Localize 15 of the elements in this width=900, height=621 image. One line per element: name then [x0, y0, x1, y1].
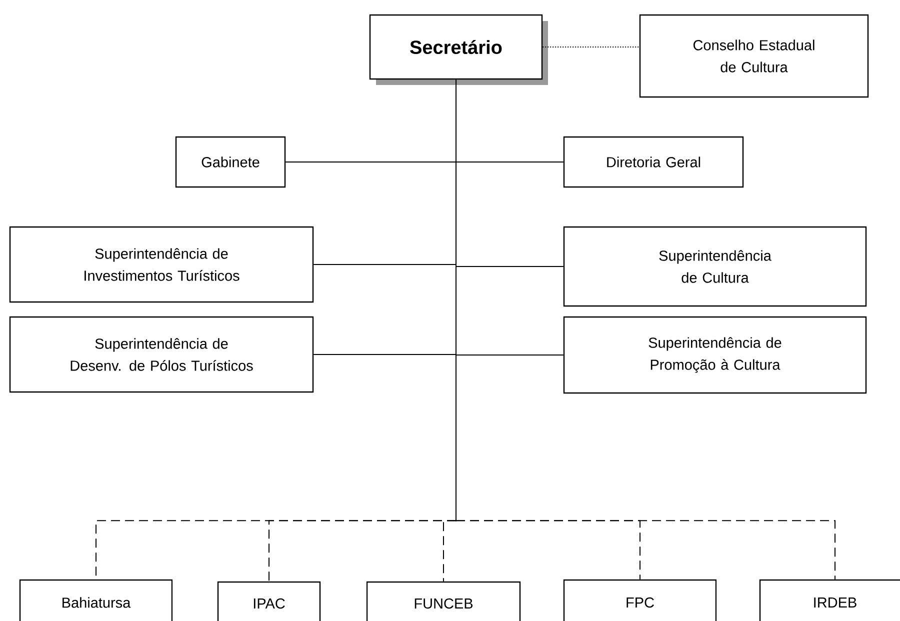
unit-box: Conselho Estadual de Cultura [639, 14, 869, 98]
unit-box: IRDEB [759, 579, 900, 621]
connector-line [542, 46, 640, 48]
title-box: Secretário [369, 14, 548, 85]
unit-box: FUNCEB [366, 581, 521, 621]
unit-box: Bahiatursa [19, 579, 173, 621]
unit-box: Gabinete [175, 136, 286, 188]
unit-box: Diretoria Geral [563, 136, 744, 188]
unit-box: Superintendência de Promoção à Cultura [563, 316, 867, 394]
connector-line [456, 79, 836, 580]
unit-box: IPAC [217, 581, 321, 621]
unit-box: Superintendência de Desenv. de Pólos Turísticos [9, 316, 314, 393]
unit-box: FPC [563, 579, 717, 621]
unit-box: Superintendência de Investimentos Turísticos [9, 226, 314, 303]
unit-box: Superintendência de Cultura [563, 226, 867, 307]
